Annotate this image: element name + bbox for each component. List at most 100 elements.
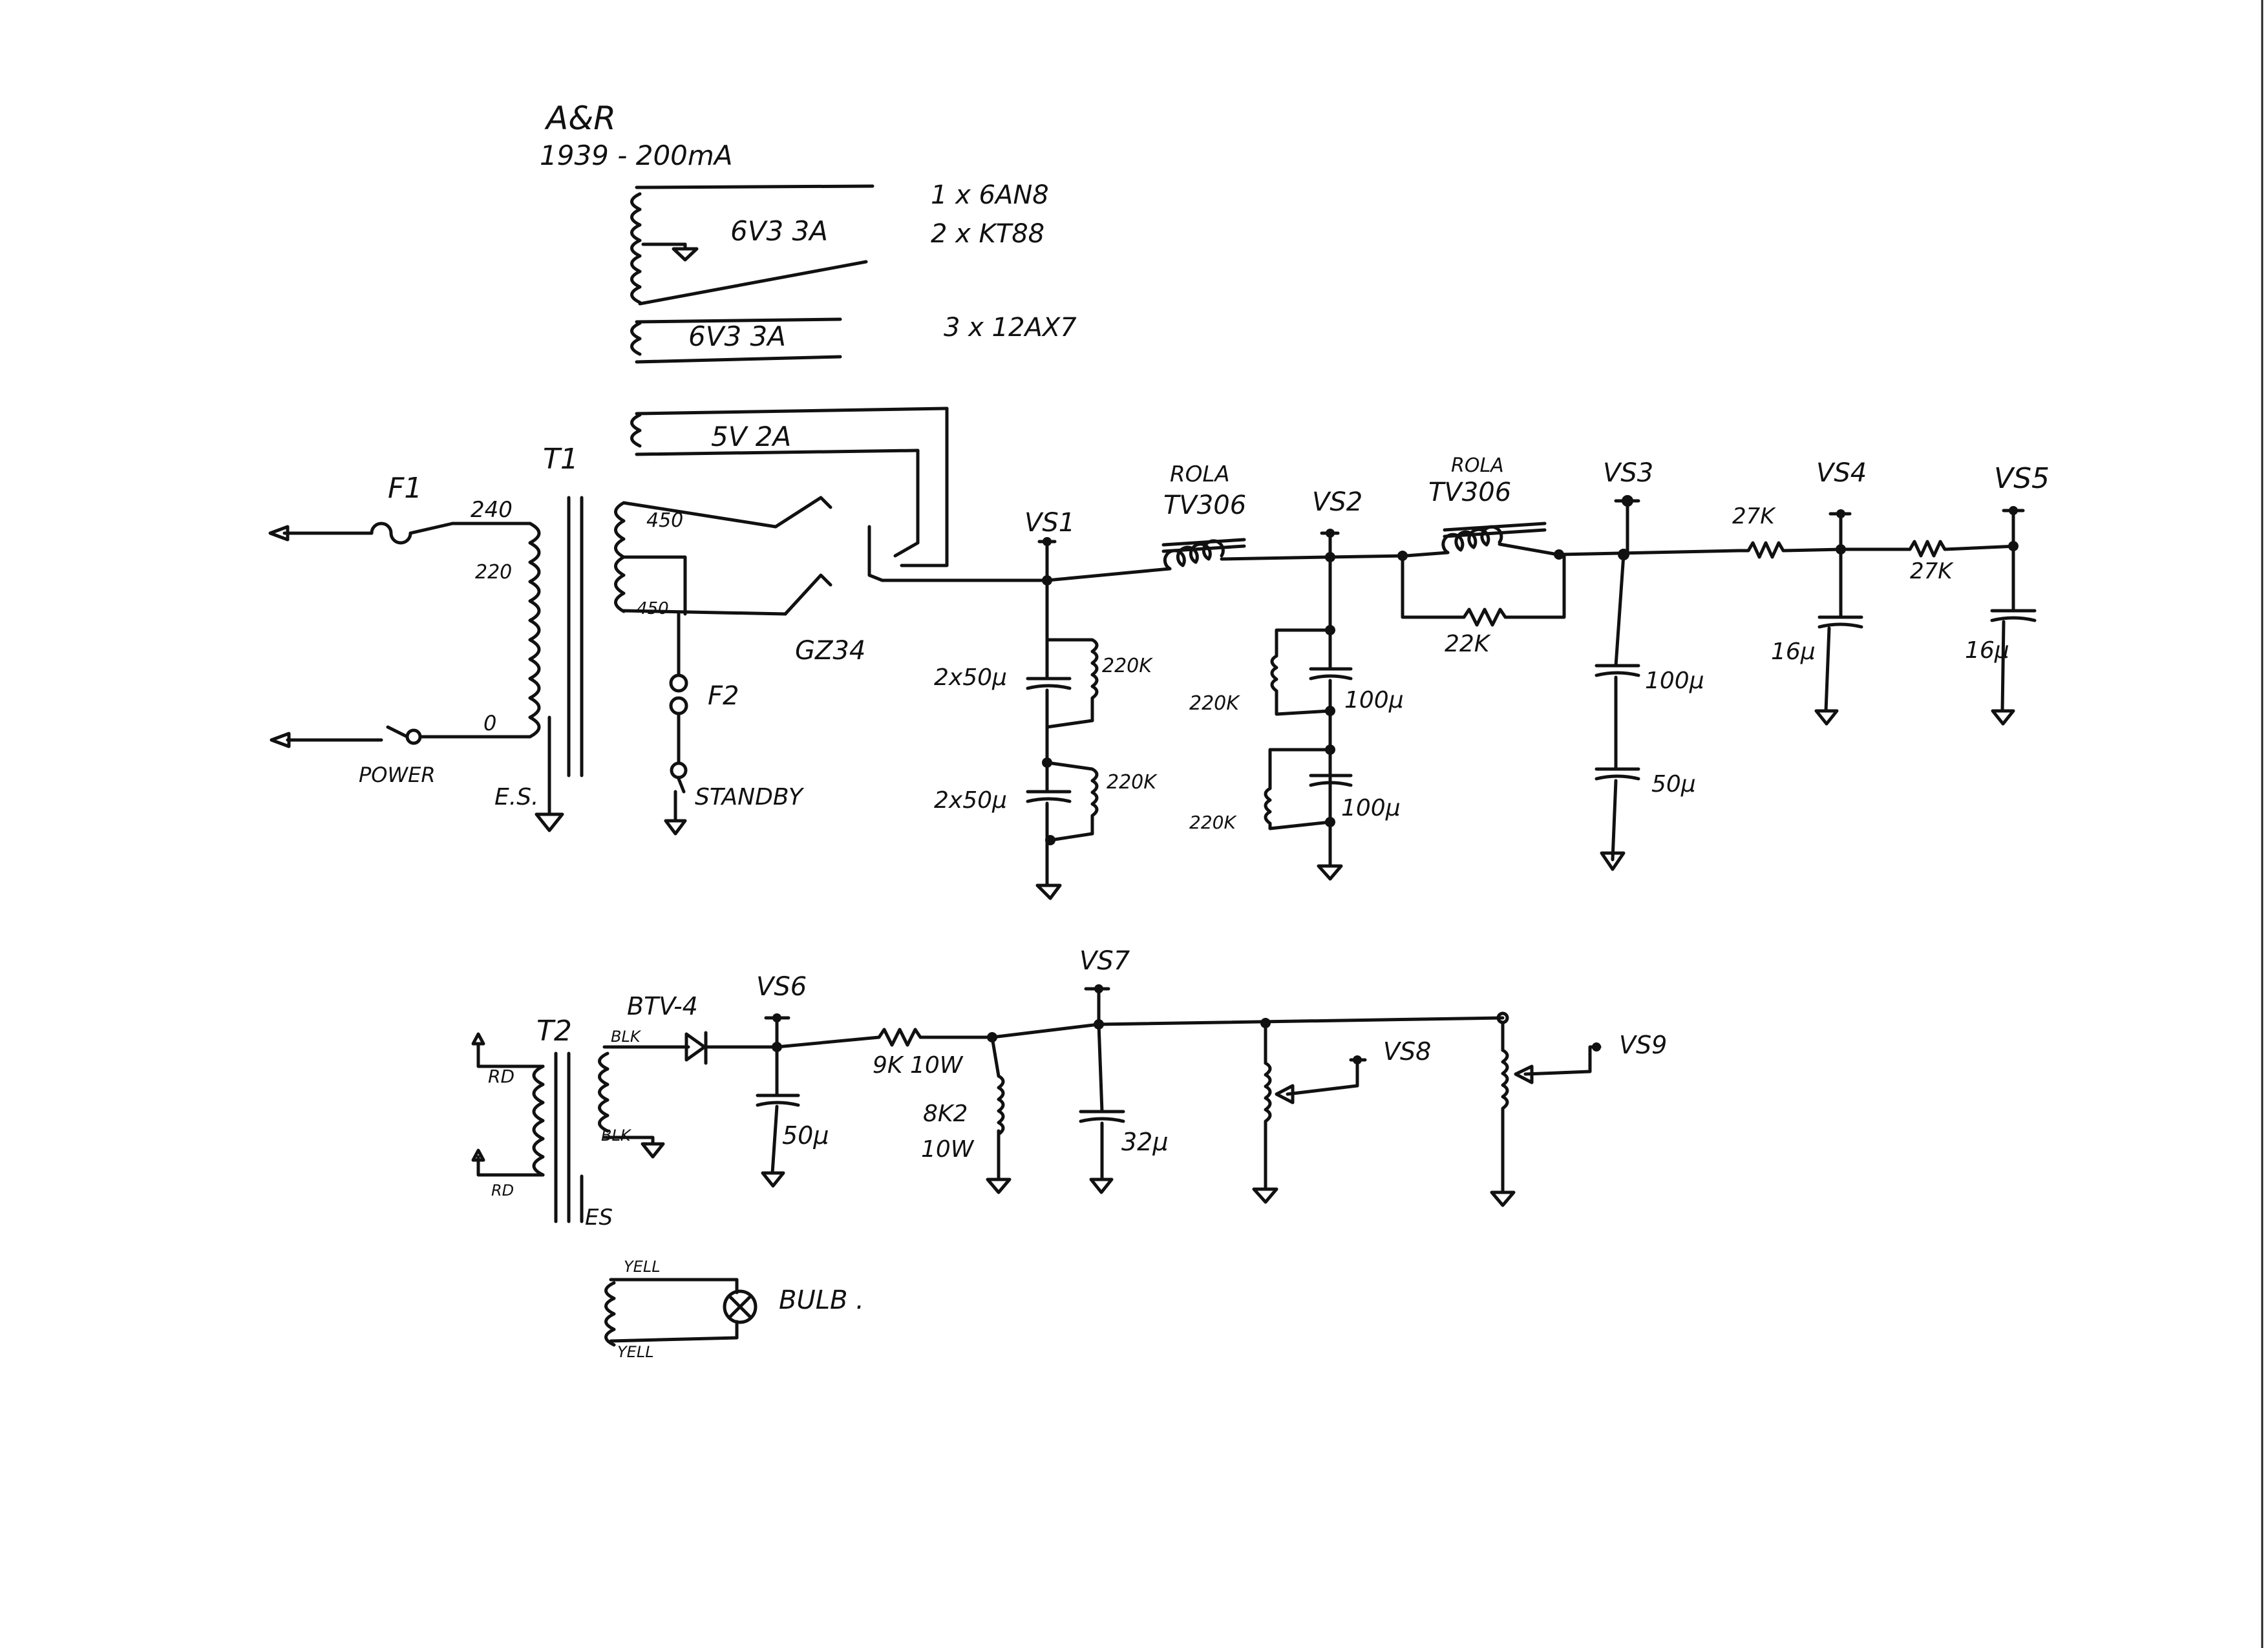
c100-c-label: 100µ [1645,668,1704,694]
r27k-a-label: 27K [1732,503,1776,529]
power-contact [405,728,422,745]
r27k-b-label: 27K [1910,558,1954,584]
vs4-filter-stack: 16µ [1771,509,1863,726]
heater2-label: 6V3 3A [688,321,786,352]
c1-bot-label: 2x50µ [934,787,1007,814]
vs6-label: VS6 [756,972,807,1002]
ground-icon [535,812,564,832]
fuse1-label: F1 [388,472,422,505]
r27k-a-icon [1737,541,1844,559]
diode-icon [684,1032,706,1062]
choke1-label-a: ROLA [1170,461,1230,487]
blk-bot-label: BLK [601,1126,632,1145]
r8k2-label-b: 10W [921,1136,975,1163]
r220-a-icon [1045,638,1099,729]
c100-b-label: 100µ [1341,795,1401,821]
mains-arrow-bottom [270,732,291,748]
choke2-label-a: ROLA [1451,454,1504,477]
tube-line-1: 1 x 6AN8 [931,180,1049,210]
ground-icon [1814,709,1839,726]
r8k2-icon [997,1074,1005,1136]
pilot-lamp: YELL YELL BULB . [604,1258,864,1361]
r27k-b-icon [1840,540,2019,558]
c50-bias-label: 50µ [782,1121,829,1150]
vs8-pot-icon [1264,1061,1272,1126]
ground-icon [761,1171,785,1188]
primary-circuit: F1 240 220 0 POWER T1 E.S. [268,443,584,832]
t1-label: T1 [543,443,578,476]
vs3-terminal [1614,499,1640,556]
vs4-terminal [1828,512,1852,551]
ground-icon [1035,883,1062,900]
c1-top-label: 2x50µ [934,664,1007,691]
rect-label: 5V 2A [711,421,791,452]
ground-icon [986,1178,1012,1194]
es-label: E.S. [494,784,538,810]
c32-label: 32µ [1121,1128,1169,1156]
vs7-terminal [1084,987,1110,1026]
vs1-filter-stack: 2x50µ 220K 2x50µ 220K [934,537,1158,900]
t2-label: T2 [536,1015,572,1048]
r9k-icon [775,1028,994,1049]
wiper-arrow [1514,1064,1534,1084]
bulb-label: BULB . [779,1285,864,1315]
r220-c-icon [1270,628,1332,716]
rd-top-label: RD [488,1066,514,1087]
r220-a-label: 220K [1102,655,1153,677]
r8k2-label-a: 8K2 [923,1101,968,1127]
diode-label: BTV-4 [627,992,698,1020]
blk-top-label: BLK [611,1028,642,1046]
vs3-label: VS3 [1603,458,1653,488]
ht-bottom-label: 450 [637,599,669,618]
ht-top-label: 450 [646,509,683,532]
ground-icon [664,819,687,836]
ground-icon [1089,1178,1114,1194]
rd-bot-label: RD [491,1181,514,1199]
rectifier-anode-1 [774,496,832,529]
ground-icon [672,247,699,262]
rectifier-label: GZ34 [795,636,865,666]
heater1-label: 6V3 3A [730,215,828,247]
vs3-filter-stack: 100µ 50µ [1595,495,1704,871]
yell-top-label: YELL [624,1258,661,1276]
tap220-label: 220 [475,561,512,584]
r9k-label: 9K 10W [873,1052,964,1079]
vs5-label: VS5 [1994,462,2050,495]
header: A&R 1939 - 200mA [540,100,733,171]
ground-icon [1991,709,2015,726]
standby-label: STANDBY [695,784,805,810]
standby-contact [670,761,688,779]
power-switch [386,725,409,739]
ground-icon [641,1142,665,1159]
fuse2-label: F2 [708,681,739,711]
ground-icon [1600,851,1626,871]
c16-a-label: 16µ [1771,639,1816,665]
bias-arrow-bottom [471,1148,485,1162]
vs1-label: VS1 [1024,508,1075,538]
rectifier-heater-winding: 5V 2A [630,407,949,567]
tube-line-2: 2 x KT88 [931,219,1044,249]
vs2-label: VS2 [1312,487,1362,517]
title: A&R [544,100,616,137]
vs2-filter-stack: 220K 100µ 220K 100µ [1189,529,1404,881]
tube-list: 1 x 6AN8 2 x KT88 3 x 12AX7 [931,180,1077,343]
ht-secondary: 450 450 F2 STANDBY [614,501,805,836]
r220-b-label: 220K [1107,771,1158,794]
vs1-terminal [1037,540,1057,582]
tap240-label: 240 [471,497,513,523]
c100-a-label: 100µ [1344,687,1404,713]
ground-icon [1490,1190,1516,1207]
tap0-label: 0 [483,711,496,735]
fuse1-icon [370,522,412,545]
choke1-label-b: TV306 [1163,491,1246,520]
vs5-terminal [2002,509,2025,548]
ht-filter-bus: VS1 ROLA TV306 VS2 ROLA TV306 22K VS3 27… [900,454,2050,657]
r220-c-label: 220K [1189,692,1240,715]
vs4-label: VS4 [1816,458,1867,488]
bulb-icon [723,1289,758,1324]
heater-winding-2: 6V3 3A [630,317,842,364]
c50-label: 50µ [1651,771,1696,798]
ground-icon [1252,1187,1278,1204]
vs8-label: VS8 [1383,1037,1431,1066]
